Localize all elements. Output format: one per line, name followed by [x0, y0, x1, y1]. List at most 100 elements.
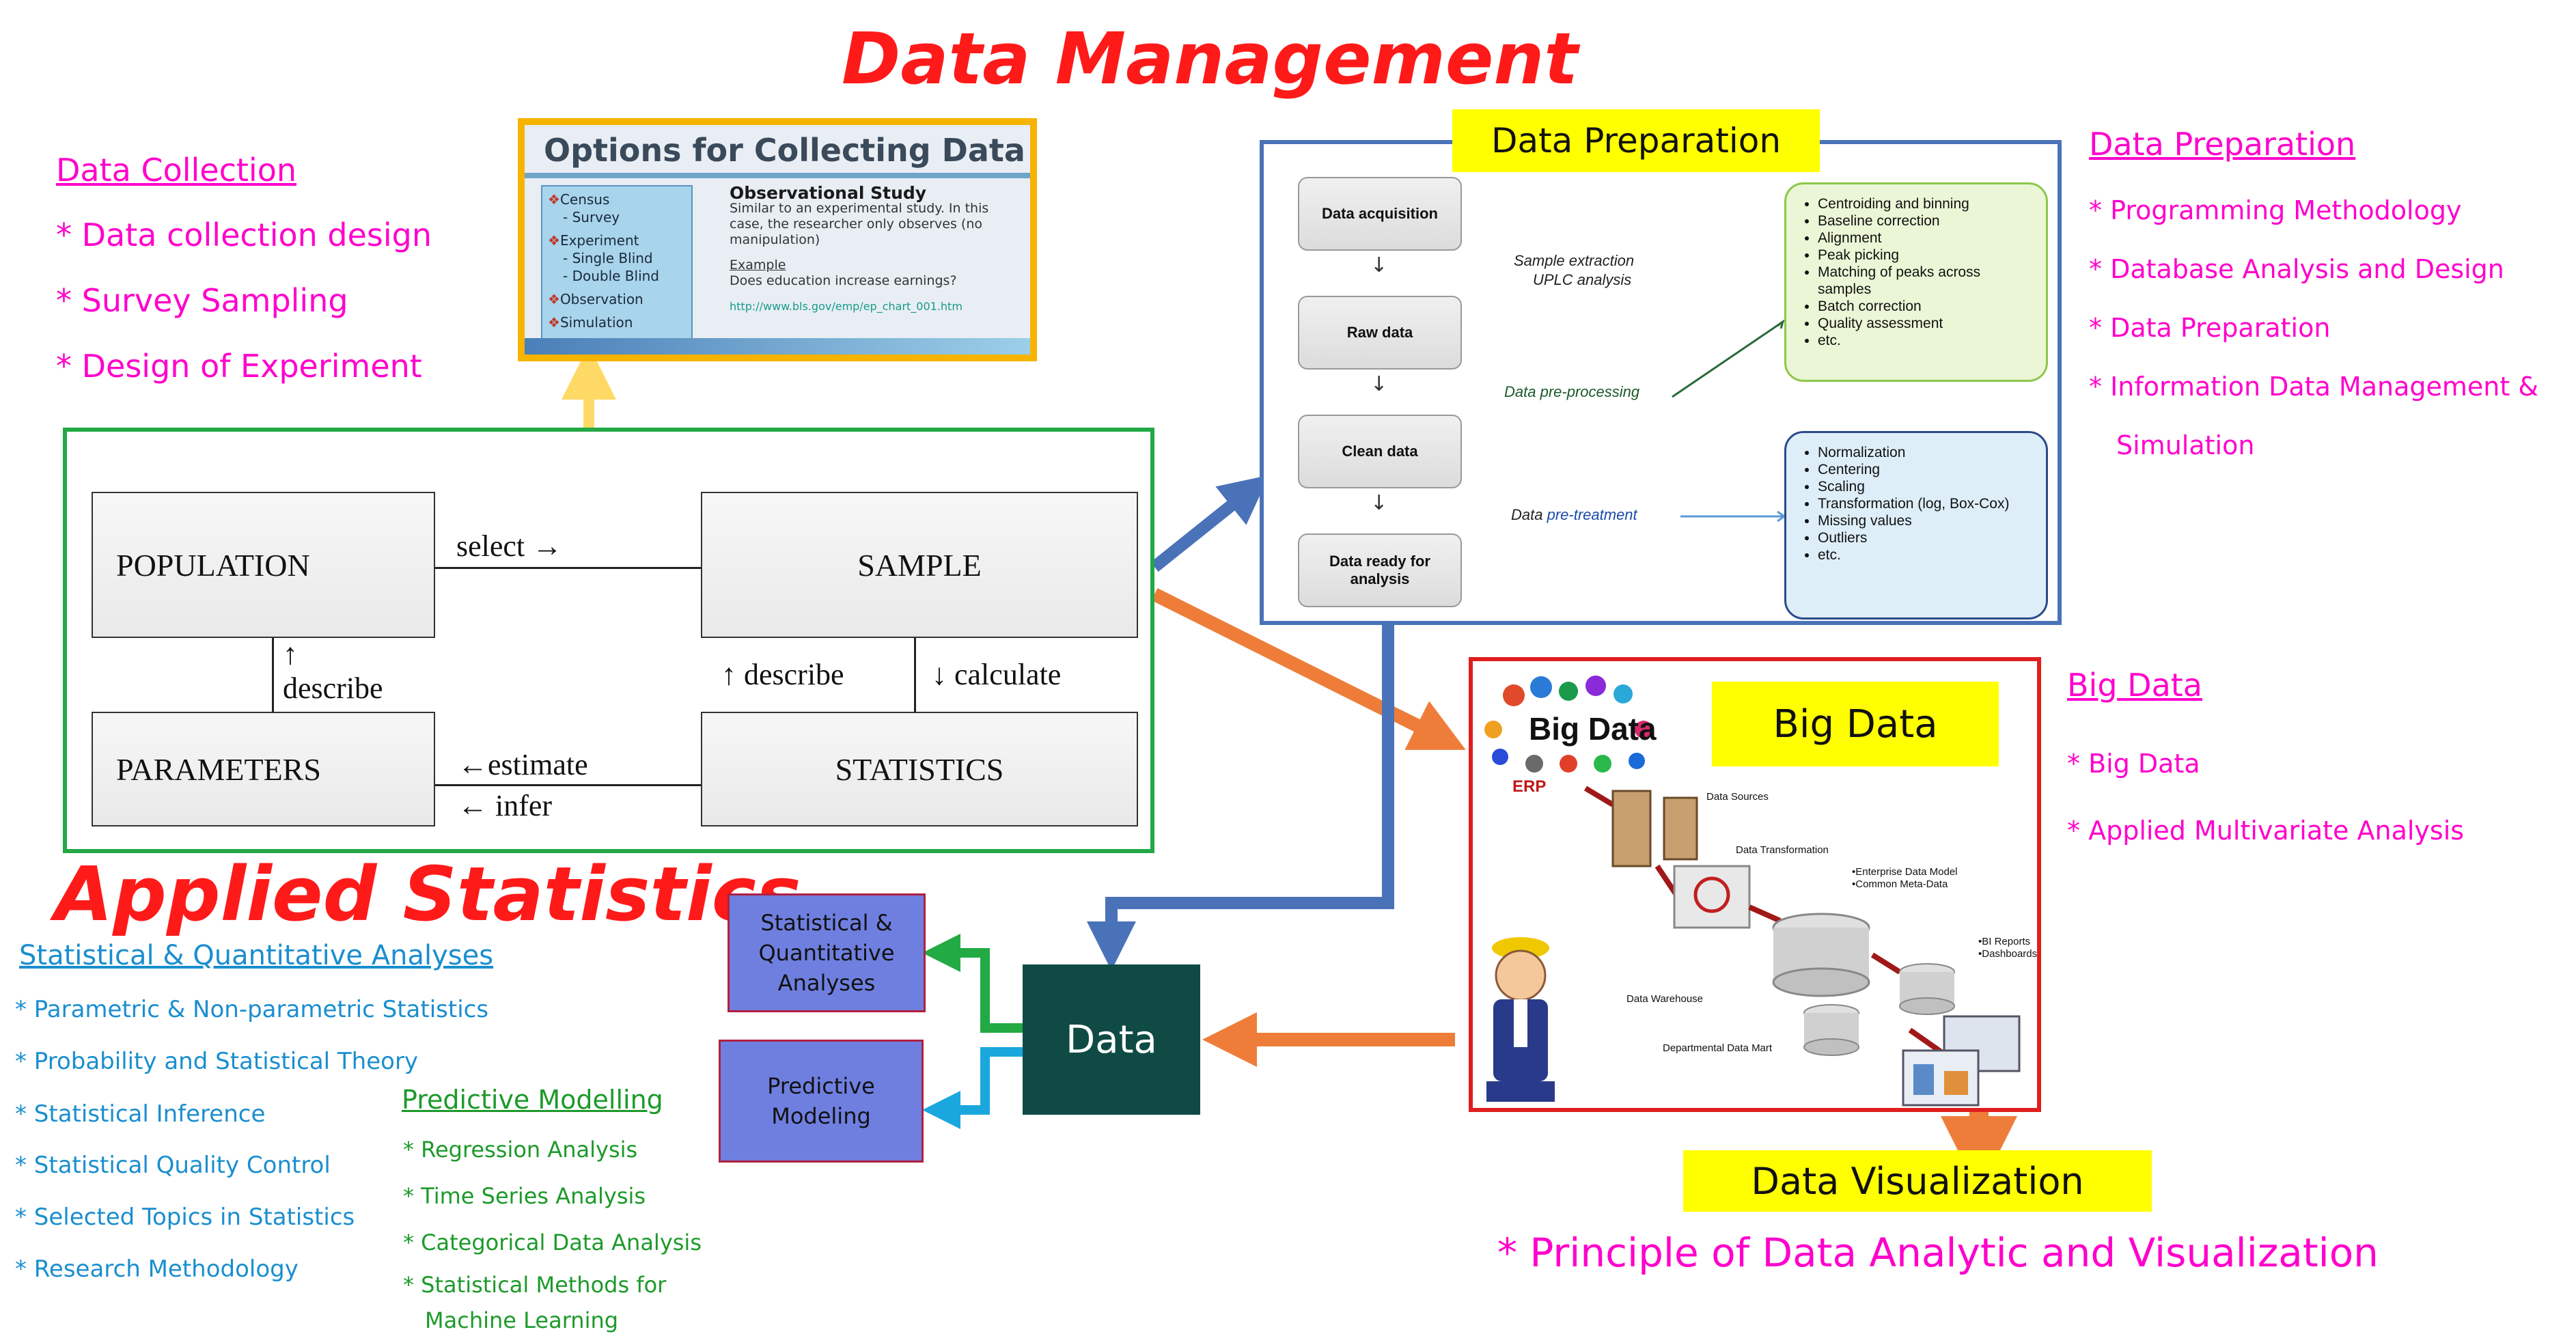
- statistical-topic-item: * Probability and Statistical Theory: [15, 1048, 419, 1075]
- prep-step-clean: Clean data: [1298, 415, 1462, 488]
- predictive-topic-item: * Regression Analysis: [403, 1137, 638, 1163]
- slide-options-list: ❖Census - Survey ❖Experiment - Single Bl…: [541, 185, 693, 344]
- bullet-icon: ❖: [548, 232, 560, 249]
- big-data-heading: Big Data: [2067, 667, 2202, 704]
- option-item: Observation: [559, 291, 643, 307]
- processing-item: Quality assessment: [1818, 315, 2034, 332]
- big-data-label: Big Data: [1712, 682, 1999, 766]
- processing-item: etc.: [1818, 332, 2034, 349]
- prep-step-raw: Raw data: [1298, 296, 1462, 370]
- down-arrow-icon: ↓: [1370, 253, 1388, 277]
- data-preparation-panel: Data acquisition Raw data Clean data Dat…: [1260, 140, 2062, 625]
- data-preparation-item: Simulation: [2116, 430, 2255, 460]
- describe-connector: [272, 638, 274, 712]
- data-transformation-label: Data Transformation: [1736, 844, 1829, 856]
- slide-example-text: Does education increase earnings?: [730, 273, 957, 288]
- data-sources-label: Data Sources: [1706, 791, 1769, 803]
- data-preparation-item: * Programming Methodology: [2089, 195, 2462, 225]
- sample-box: SAMPLE: [701, 492, 1138, 638]
- note-pre-processing: Data pre-processing: [1504, 383, 1640, 400]
- estimate-connector: [435, 784, 701, 786]
- bi-reports-line: •Dashboards: [1978, 948, 2038, 960]
- note-sample-extraction: Sample extraction: [1514, 252, 1635, 269]
- data-preparation-item: * Data Preparation: [2089, 313, 2331, 343]
- treatment-item: Outliers: [1818, 529, 2034, 546]
- arrow-data-to-statistical: [922, 934, 1023, 1033]
- treatment-item: Missing values: [1818, 512, 2034, 529]
- data-collection-heading: Data Collection: [56, 152, 296, 189]
- slide-heading: Observational Study: [730, 183, 927, 203]
- calculate-label: ↓ calculate: [932, 658, 1062, 691]
- big-data-panel: Big Data: [1469, 657, 2041, 1112]
- bi-reports-label: •BI Reports •Dashboards: [1978, 936, 2037, 960]
- enterprise-model-line: •Common Meta-Data: [1852, 878, 1948, 890]
- slide-link[interactable]: http://www.bls.gov/emp/ep_chart_001.htm: [730, 300, 962, 313]
- statistics-box: STATISTICS: [701, 712, 1138, 826]
- statistical-topic-item: * Statistical Quality Control: [15, 1152, 331, 1179]
- data-preparation-heading: Data Preparation: [2089, 126, 2356, 163]
- option-item: Simulation: [559, 314, 633, 331]
- data-collection-item: * Design of Experiment: [56, 348, 422, 385]
- slide-example-label: Example: [730, 258, 786, 273]
- data-collection-item: * Survey Sampling: [56, 282, 348, 319]
- select-label: select →: [456, 529, 563, 563]
- big-data-logo-text: Big Data: [1529, 711, 1657, 747]
- bullet-icon: ❖: [548, 291, 560, 307]
- treatment-item: Scaling: [1818, 478, 2034, 495]
- processing-item: Baseline correction: [1818, 212, 2034, 230]
- describe-right-label: ↑ describe: [721, 658, 844, 691]
- arrow-preparation-to-data: [1087, 625, 1394, 971]
- estimate-label: ←estimate: [458, 748, 588, 781]
- processing-item: Batch correction: [1818, 298, 2034, 315]
- statistical-topics-heading: Statistical & Quantitative Analyses: [19, 940, 494, 971]
- option-subitem: - Double Blind: [563, 268, 660, 284]
- pre-treatment-list: Normalization Centering Scaling Transfor…: [1784, 431, 2048, 620]
- slide-body: Similar to an experimental study. In thi…: [730, 201, 989, 247]
- note-uplc-analysis: UPLC analysis: [1533, 271, 1632, 288]
- slide-description: Observational Study Similar to an experi…: [730, 183, 1023, 314]
- statistical-topic-item: * Parametric & Non-parametric Statistics: [15, 996, 489, 1023]
- population-label: POPULATION: [116, 547, 310, 583]
- option-subitem: - Survey: [563, 209, 620, 225]
- data-collection-item: * Data collection design: [56, 217, 432, 253]
- bullet-icon: ❖: [548, 191, 560, 208]
- data-box: Data: [1023, 964, 1200, 1115]
- bi-reports-line: •BI Reports: [1978, 936, 2031, 947]
- note-pre-treatment-highlight: pre-treatment: [1547, 506, 1637, 523]
- predictive-topic-item: Machine Learning: [425, 1307, 619, 1333]
- processing-item: Centroiding and binning: [1818, 195, 2034, 212]
- parameters-label: PARAMETERS: [116, 751, 321, 787]
- population-box: POPULATION: [92, 492, 435, 638]
- pre-processing-list: Centroiding and binning Baseline correct…: [1784, 182, 2048, 382]
- slide-title-bar: [525, 173, 1030, 178]
- infer-label: ← infer: [458, 789, 553, 822]
- down-arrow-icon: ↓: [1370, 491, 1388, 515]
- prep-step-ready: Data ready for analysis: [1298, 533, 1462, 607]
- data-visualization-item: * Principle of Data Analytic and Visuali…: [1497, 1229, 2379, 1276]
- data-preparation-label: Data Preparation: [1452, 109, 1820, 172]
- select-connector: [435, 567, 701, 569]
- arrow-sample-to-preparation: [1150, 475, 1270, 572]
- parameters-box: PARAMETERS: [92, 712, 435, 826]
- predictive-topics-heading: Predictive Modelling: [402, 1085, 663, 1115]
- data-visualization-label: Data Visualization: [1683, 1150, 2152, 1212]
- treatment-item: etc.: [1818, 546, 2034, 564]
- data-warehouse-label: Data Warehouse: [1626, 993, 1704, 1005]
- treatment-item: Transformation (log, Box-Cox): [1818, 495, 2034, 512]
- enterprise-model-line: •Enterprise Data Model: [1852, 866, 1958, 878]
- option-item: Experiment: [559, 232, 639, 249]
- predictive-topic-item: * Categorical Data Analysis: [403, 1229, 702, 1255]
- treatment-item: Centering: [1818, 461, 2034, 478]
- population-sample-diagram: POPULATION SAMPLE PARAMETERS STATISTICS …: [63, 428, 1154, 853]
- data-preparation-item: * Database Analysis and Design: [2089, 254, 2504, 284]
- data-management-title: Data Management: [842, 17, 1579, 100]
- option-item: Census: [559, 191, 610, 208]
- option-subitem: - Single Blind: [563, 250, 653, 266]
- data-mart-label: Departmental Data Mart: [1663, 1042, 1773, 1054]
- erp-label: ERP: [1512, 777, 1547, 796]
- sample-label: SAMPLE: [857, 547, 982, 583]
- describe-up-arrow: ↑: [283, 637, 298, 671]
- options-for-collecting-data-slide: Options for Collecting Data ❖Census - Su…: [518, 118, 1037, 361]
- predictive-topic-item: * Statistical Methods for: [403, 1272, 667, 1298]
